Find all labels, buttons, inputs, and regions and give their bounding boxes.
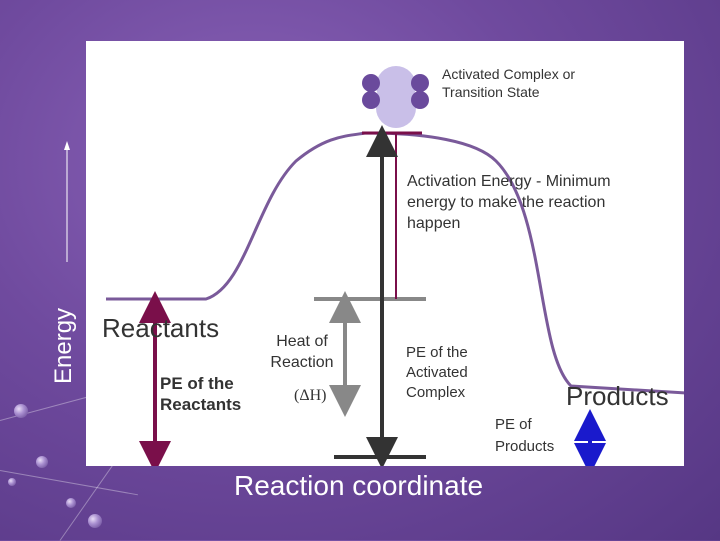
reactants-label: Reactants [102,313,220,343]
pe-reactants-label: PE of the Reactants [160,374,242,414]
reaction-coordinate-label: Reaction coordinate [234,470,484,501]
products-label: Products [566,381,669,411]
decorative-bead [66,498,76,508]
activated-complex-molecule-icon [362,66,429,128]
activated-complex-label: Activated Complex or Transition State [442,66,576,100]
diagram-panel: Activated Complex or Transition State Ac… [86,41,684,466]
activation-energy-label: Activation Energy - Minimum energy to ma… [407,173,611,232]
heat-of-reaction-label: Heat of Reaction [270,333,334,371]
energy-axis-label: Energy [50,307,77,384]
pe-products-label: PE of Products [495,416,555,455]
delta-h-label: (ΔH) [294,387,327,404]
pe-activated-complex-label: PE of the Activated Complex [406,344,468,401]
decorative-bead [88,514,102,528]
decorative-bead [14,404,28,418]
decorative-bead [8,478,16,486]
decorative-bead [36,456,48,468]
energy-diagram [106,66,684,466]
